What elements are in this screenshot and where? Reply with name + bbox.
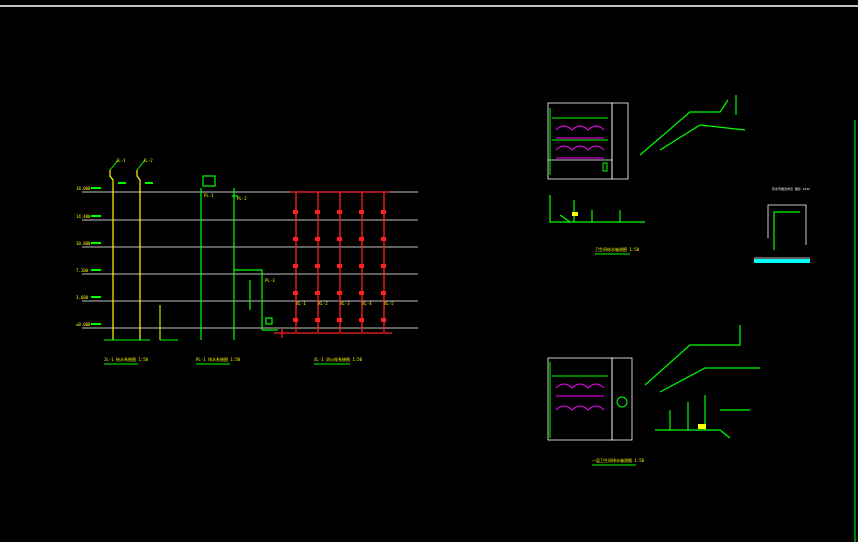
riser-a[interactable]: JL-1 JL-2 — [91, 158, 178, 341]
riser-tag: PL-2 — [237, 196, 247, 201]
axon-upper-title: 卫生间给水轴测图 1:50 — [595, 246, 640, 252]
riser-diagrams[interactable]: 18.000 14.400 10.800 7.200 3.600 ±0.000 … — [76, 158, 418, 365]
riser-b[interactable] — [200, 175, 278, 340]
fixtures — [555, 125, 605, 159]
riser-tag: JL-2 — [143, 158, 153, 163]
riser-c-title: XL-1 消火栓系统图 1:50 — [314, 356, 363, 362]
trap-detail[interactable]: 存水弯做法详见 国标 S342 — [754, 186, 810, 263]
riser-b-title: PL-1 排水系统图 1:50 — [196, 356, 241, 362]
riser-tag: XL-4 — [362, 301, 372, 306]
level-label: 7.200 — [76, 268, 89, 273]
riser-c-tags: XL-1 XL-2 XL-3 XL-4 XL-5 — [296, 301, 394, 306]
level-label: 10.800 — [76, 241, 91, 246]
floor-level-labels: 18.000 14.400 10.800 7.200 3.600 ±0.000 — [76, 186, 91, 327]
riser-c-valves — [293, 210, 386, 322]
plan-lower[interactable]: 一层卫生间排水轴测图 1:50 — [547, 325, 760, 466]
riser-tag: PL-3 — [265, 278, 275, 283]
riser-tag: XL-3 — [340, 301, 350, 306]
riser-tag: JL-1 — [116, 158, 126, 163]
level-label: 18.000 — [76, 186, 91, 191]
riser-tag: XL-5 — [384, 301, 394, 306]
plan-upper[interactable]: 卫生间给水轴测图 1:50 — [547, 95, 746, 255]
riser-b-tags: PL-1 PL-2 PL-3 — [204, 193, 275, 283]
riser-tag: XL-1 — [296, 301, 306, 306]
level-label: ±0.000 — [76, 322, 91, 327]
level-label: 14.400 — [76, 214, 91, 219]
level-label: 3.600 — [76, 295, 89, 300]
riser-a-title: JL-1 给水系统图 1:50 — [104, 356, 149, 362]
riser-tag: XL-2 — [318, 301, 328, 306]
detail-note: 存水弯做法详见 国标 S342 — [772, 186, 810, 191]
fixtures — [555, 383, 605, 411]
axon-lower-title: 一层卫生间排水轴测图 1:50 — [592, 457, 645, 463]
riser-c[interactable] — [274, 191, 392, 338]
riser-tag: PL-1 — [204, 193, 214, 198]
